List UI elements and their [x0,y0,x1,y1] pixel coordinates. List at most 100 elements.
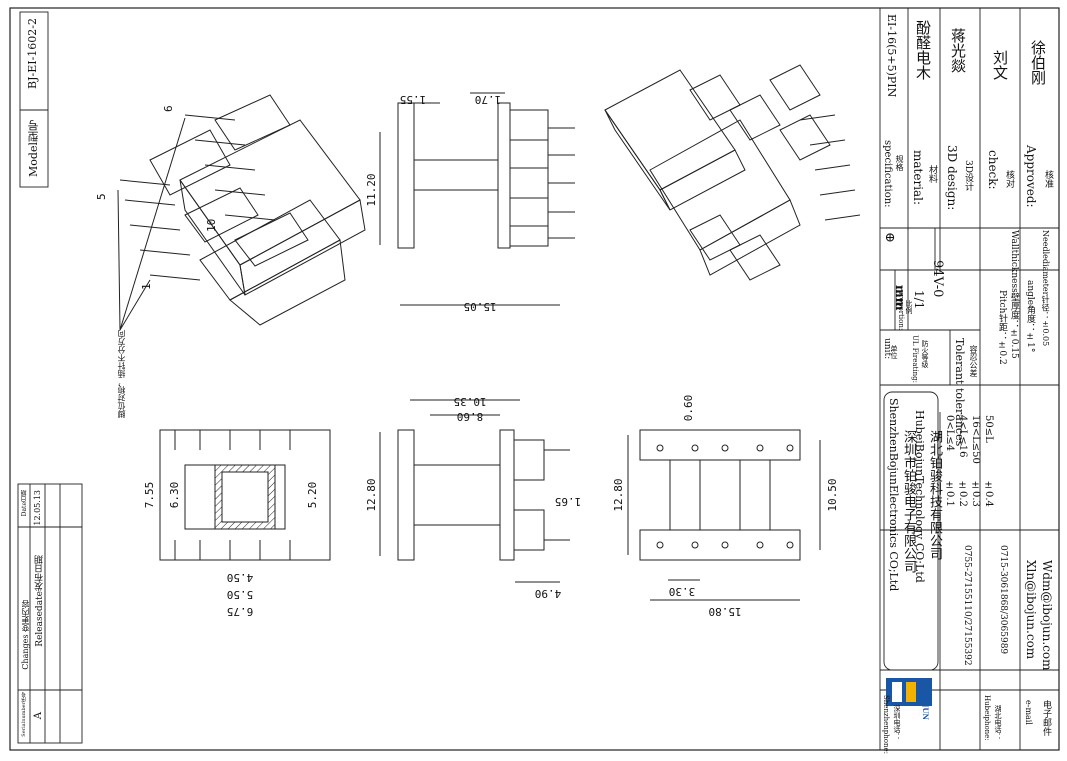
proportion-label: proportion: [897,290,905,331]
changes-row-change: Releasedate发布日期 [35,555,45,647]
tolerance-range-1: 0<L≤4 [944,415,955,452]
section-view [159,429,331,561]
dim-15-05: 15.05 [463,300,496,313]
changes-row-serial: A [33,712,44,720]
angle-tolerance: angle角度：±1° [1025,280,1035,353]
wall-tolerance: Wallthickness壁厚度：±0.15 [1009,230,1019,359]
contact-sz-value: 0755-27155110/27155392 [962,545,972,666]
contact-hb-value: 0715-3061868/3065989 [998,545,1008,655]
dim-10-50: 10.50 [826,478,839,511]
pin-label-6: 6 [162,105,175,112]
tolerance-value-1: ±0.1 [944,480,955,507]
contact-hb-label-cn: 湖北电话： [994,705,1002,740]
dim-3-30: 3.30 [669,585,696,598]
dim-10-35: 10.35 [453,395,486,408]
company-name-en-1: ShenzhenBojunElectronics CO;Ltd [887,398,900,592]
model-box [19,11,49,188]
dim-4-90: 4.90 [535,587,562,600]
pin-view [627,429,821,601]
needle-tolerance: Needlediameter针径：±0.05 [1041,230,1050,347]
changes-row-date: 12.05.13 [33,490,42,526]
contact-email-label-cn: 电子邮件 [1041,700,1051,736]
changes-col-date: Date日期 [21,490,28,517]
isometric-view-right [604,64,861,281]
dim-8-60: 8.60 [457,410,484,423]
tolerance-value-3: ±0.3 [970,480,981,507]
dim-7-55: 7.55 [143,482,156,509]
company-name-cn-1: 深圳市铂骏电子有限公司 [901,430,916,573]
tolerance-range-4: 50≤L [983,415,994,443]
side-view [379,399,570,583]
checker-name: 刘文 [991,50,1009,80]
unit-label: unit: [882,338,892,360]
contact-hb-label: Hubeiphone: [983,695,991,741]
ul-label-cn: 防火等级 [921,340,929,368]
approved-label-cn: 核准 [1043,170,1053,188]
dim-1-70: 1.70 [475,93,502,106]
unit-label-cn: 单位 [890,345,898,359]
logo-text: BOJUN [921,692,930,720]
contact-sz-label: Shenzhenphone: [882,695,890,755]
tolerance-title: Tolerant tolerances [953,338,966,447]
top-view [379,92,575,306]
material-label-cn: 材料 [927,165,937,183]
pin-label-5: 5 [95,193,108,200]
design-label-cn: 3D设计 [963,160,973,191]
designer-name: 蒋光燚 [949,28,967,73]
check-label: check: [986,150,1000,190]
tolerance-range-2: 4<L≤16 [957,415,968,458]
dim-1-65: 1.65 [555,495,582,508]
bojun-logo [886,678,932,706]
dim-1-55: 1.55 [400,93,427,106]
dim-12-80-pin: 12.80 [612,478,625,511]
dim-0-60: 0.60 [682,395,695,422]
dim-12-80-side: 12.80 [365,478,378,511]
contact-email-label: e-mail [1024,700,1033,725]
dim-11-20: 11.20 [365,173,378,206]
model-value: BJ-EI-1602-2 [26,18,39,90]
projection-symbol-icon: ⊕ [882,232,897,243]
dim-5-50: 5.50 [227,588,254,601]
contact-sz-label-cn: 深圳电话： [893,705,901,740]
isometric-view-left [117,94,366,331]
company-name-en-2: HubeiBojunTechnology CO;Ltd [913,410,926,583]
approver-name: 徐伯刚 [1029,40,1047,85]
tolerance-title-cn: 容忍公差 [969,345,978,377]
pin-label-10: 10 [205,219,218,232]
dim-4-50: 4.50 [227,571,254,584]
pin-label-1: 1 [140,283,153,290]
specification-value: EI-16(5+5)PIN [885,14,898,98]
tolerance-value-2: ±0.2 [957,480,968,507]
dim-15-80: 15.80 [708,605,741,618]
changes-col-change: Changes 变更内容 [21,600,30,670]
model-label: Model型号 [27,120,40,177]
tolerance-range-3: 16<L≤50 [970,415,981,464]
ul-value: 94V-0 [930,260,945,298]
pin-note: 脚位对称，插针不分方向 [117,330,126,418]
unit-value: mm [893,285,907,311]
contact-email-2: Wdm@ibojun.com [1040,560,1054,671]
material-value: 酚醛电木 [914,20,932,80]
material-label: material: [911,150,925,206]
pitch-tolerance: Pitch针距：±0.2 [997,290,1007,365]
changes-table [17,483,83,744]
tolerance-value-4: ±0.4 [983,480,994,507]
approved-label: Approved: [1024,145,1038,208]
dim-5-20: 5.20 [306,482,319,509]
title-block [879,8,1059,750]
design-label: 3D design: [945,145,959,211]
contact-email-1: Xln@ibojun.com [1024,560,1038,660]
proportion-label-cn: 比例 [905,300,913,314]
sheet-border [9,7,1060,751]
dim-6-30: 6.30 [168,482,181,509]
ul-label: UL Fireating: [911,335,919,383]
specification-label-cn: 规格 [895,155,904,171]
proportion-value: 1/1 [912,290,926,310]
dim-6-75: 6.75 [227,605,254,618]
specification-label: specification: [882,140,893,208]
company-name-cn-2: 湖北铂骏科技有限公司 [927,430,942,560]
changes-col-serial: Serialnumber序号 [21,692,27,737]
check-label-cn: 核对 [1004,170,1014,188]
